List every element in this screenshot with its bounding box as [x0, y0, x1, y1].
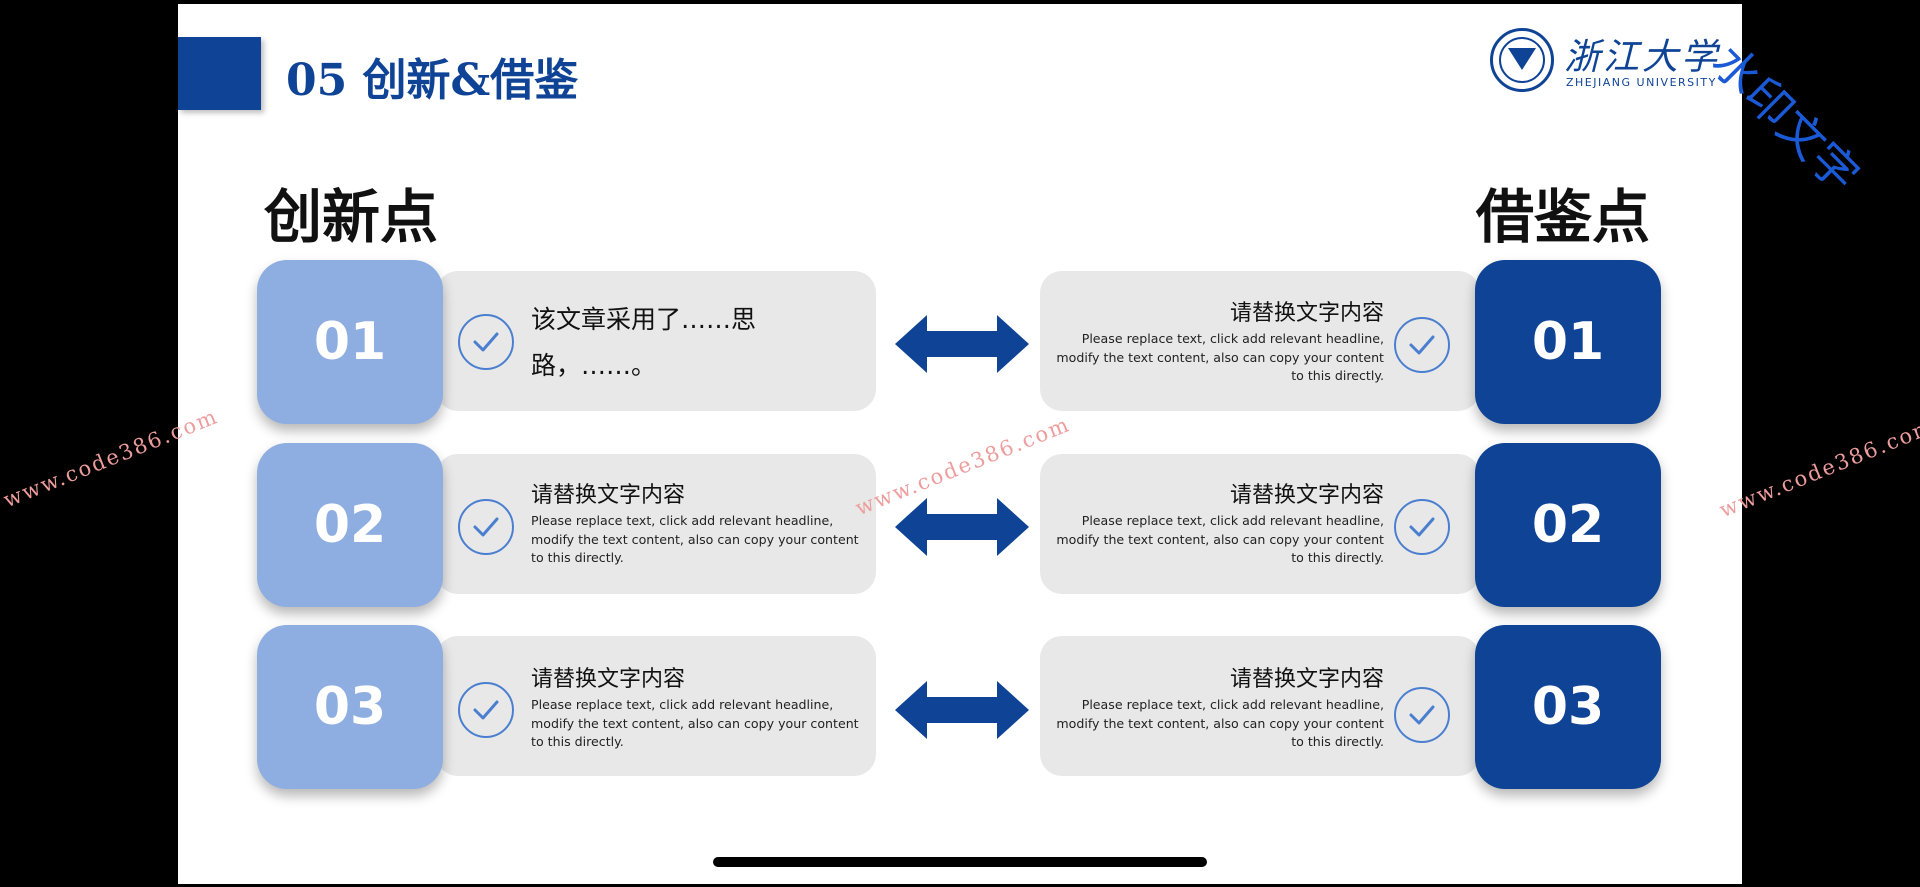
left-text-2-head: 请替换文字内容 — [531, 483, 686, 508]
left-text-1-body: 该文章采用了……思路，……。 — [531, 305, 757, 380]
right-text-3-head: 请替换文字内容 — [1229, 667, 1384, 692]
left-number-3: 03 — [257, 625, 443, 789]
left-text-2-desc: Please replace text, click add relevant … — [531, 513, 859, 565]
right-text-2-desc: Please replace text, click add relevant … — [1056, 513, 1384, 565]
left-number-2: 02 — [257, 443, 443, 607]
check-circle-icon — [458, 682, 514, 738]
logo-en-text: ZHEJIANG UNIVERSITY — [1566, 76, 1717, 89]
right-text-3: 请替换文字内容 Please replace text, click add r… — [1054, 666, 1384, 752]
check-circle-icon — [1394, 317, 1450, 373]
right-text-2-head: 请替换文字内容 — [1229, 483, 1384, 508]
seal-icon — [1490, 28, 1554, 92]
double-arrow-icon — [895, 681, 1029, 739]
right-text-3-desc: Please replace text, click add relevant … — [1056, 697, 1384, 749]
title-accent-bar — [178, 37, 261, 110]
left-text-3-desc: Please replace text, click add relevant … — [531, 697, 859, 749]
watermark-text: www.code386.com — [1716, 414, 1920, 523]
left-number-1: 01 — [257, 260, 443, 424]
right-number-1: 01 — [1475, 260, 1661, 424]
left-text-2: 请替换文字内容 Please replace text, click add r… — [531, 482, 861, 568]
left-text-3: 请替换文字内容 Please replace text, click add r… — [531, 666, 861, 752]
right-number-2: 02 — [1475, 443, 1661, 607]
double-arrow-icon — [895, 315, 1029, 373]
innovation-heading: 创新点 — [264, 183, 439, 251]
right-text-2: 请替换文字内容 Please replace text, click add r… — [1054, 482, 1384, 568]
check-circle-icon — [1394, 687, 1450, 743]
left-text-3-head: 请替换文字内容 — [531, 667, 686, 692]
check-circle-icon — [458, 314, 514, 370]
home-indicator[interactable] — [713, 857, 1207, 867]
slide: 05 创新&借鉴 浙江大学 ZHEJIANG UNIVERSITY 创新点 借鉴… — [178, 4, 1742, 884]
right-text-1: 请替换文字内容 Please replace text, click add r… — [1054, 300, 1384, 386]
right-text-1-desc: Please replace text, click add relevant … — [1056, 331, 1384, 383]
check-circle-icon — [1394, 499, 1450, 555]
double-arrow-icon — [895, 498, 1029, 556]
right-text-1-head: 请替换文字内容 — [1229, 301, 1384, 326]
right-number-3: 03 — [1475, 625, 1661, 789]
page-title: 05 创新&借鉴 — [286, 55, 579, 106]
left-text-1: 该文章采用了……思路，……。 — [531, 297, 861, 389]
check-circle-icon — [458, 499, 514, 555]
university-logo: 浙江大学 ZHEJIANG UNIVERSITY — [1490, 26, 1718, 96]
reference-heading: 借鉴点 — [1476, 183, 1651, 251]
logo-cn-text: 浙江大学 — [1564, 37, 1721, 78]
